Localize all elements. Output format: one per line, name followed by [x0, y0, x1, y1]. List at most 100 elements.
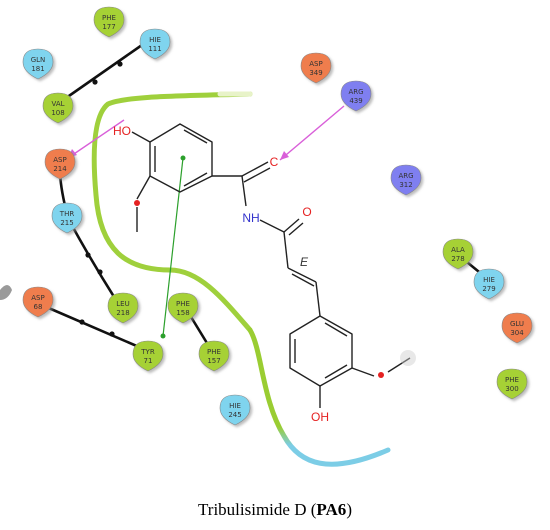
backbone-asp68-tyr71 — [42, 304, 148, 352]
backbone-val108-hie111 — [64, 43, 144, 100]
residue-number-hie245: 245 — [228, 411, 241, 419]
residue-number-phe158: 158 — [176, 309, 189, 317]
residue-name-tyr71: TYR — [140, 348, 155, 356]
residue-marker-leu218 — [107, 292, 139, 324]
backbone-chains — [42, 43, 486, 352]
residue-name-phe177: PHE — [102, 14, 116, 22]
residue-name-hie279: HIE — [483, 276, 495, 284]
backbone-dots — [79, 61, 123, 337]
residue-number-leu218: 218 — [116, 309, 129, 317]
caption-open-paren: ( — [310, 500, 317, 519]
residue-marker-ala278 — [442, 238, 474, 270]
residue-number-glu304: 304 — [510, 329, 524, 337]
residue-number-phe177: 177 — [102, 23, 115, 31]
residue-marker-gln181 — [22, 48, 54, 80]
stereo-label: E — [300, 255, 309, 269]
residue-marker-hie245 — [219, 394, 251, 426]
pi-stacking-tyr71-end — [160, 333, 166, 339]
atom-oh-bottom: OH — [311, 410, 329, 424]
figure-caption: Tribulisimide D (PA6) — [0, 500, 550, 520]
hbond-arg439-arrowhead — [280, 151, 289, 160]
ligand — [131, 123, 411, 408]
hbond-asp214 — [67, 119, 125, 159]
caption-compound-code: PA6 — [316, 500, 347, 519]
residue-name-glu304: GLU — [510, 320, 524, 328]
atom-c-terminal: C — [270, 155, 279, 169]
residue-marker-arg312 — [390, 164, 422, 196]
residue-marker-val108 — [42, 92, 74, 124]
partial-residue-left — [0, 285, 12, 300]
residue-number-val108: 108 — [51, 109, 64, 117]
residue-number-asp68: 68 — [34, 303, 43, 311]
pocket-outline — [91, 91, 391, 467]
residue-number-gln181: 181 — [31, 65, 44, 73]
residue-number-hie279: 279 — [482, 285, 495, 293]
residue-marker-phe177 — [93, 6, 125, 38]
residue-number-thr215: 215 — [60, 219, 73, 227]
residue-name-val108: VAL — [51, 100, 64, 108]
residue-name-phe157: PHE — [207, 348, 221, 356]
pi-stacking-ring-center — [180, 155, 186, 161]
pocket-line-lower — [247, 327, 391, 467]
residue-name-hie111: HIE — [149, 36, 161, 44]
ring-a-methoxy-oxygen — [134, 200, 140, 206]
residue-marker-arg439 — [340, 80, 372, 112]
residue-name-hie245: HIE — [229, 402, 241, 410]
residue-number-hie111: 111 — [148, 45, 161, 53]
residue-marker-asp68 — [22, 286, 54, 318]
residue-markers: PHE177HIE111GLN181VAL108ASP214THR215ASP6… — [22, 6, 533, 426]
residue-marker-phe158 — [167, 292, 199, 324]
residue-name-asp214: ASP — [53, 156, 66, 164]
residue-name-arg439: ARG — [348, 88, 363, 96]
residue-name-phe158: PHE — [176, 300, 190, 308]
backbone-thr215-leu218 — [68, 220, 118, 302]
solvent-exposure-halo — [400, 350, 416, 366]
residue-name-asp349: ASP — [309, 60, 322, 68]
atom-ho-top: HO — [113, 124, 131, 138]
ring-b — [289, 315, 353, 387]
residue-name-arg312: ARG — [398, 172, 413, 180]
ring-b-methoxy-oxygen — [378, 372, 384, 378]
residue-marker-asp349 — [300, 52, 332, 84]
residue-number-phe157: 157 — [207, 357, 220, 365]
residue-marker-hie111 — [139, 28, 171, 60]
residue-marker-thr215 — [51, 202, 83, 234]
residue-name-phe300: PHE — [505, 376, 519, 384]
atom-nh: NH — [242, 211, 259, 225]
residue-name-ala278: ALA — [451, 246, 465, 254]
atom-o-carbonyl: O — [302, 205, 311, 219]
residue-name-leu218: LEU — [116, 300, 129, 308]
residue-number-phe300: 300 — [505, 385, 518, 393]
residue-number-tyr71: 71 — [144, 357, 153, 365]
pocket-line-top — [91, 91, 253, 333]
residue-name-gln181: GLN — [31, 56, 46, 64]
residue-marker-asp214 — [44, 148, 76, 180]
residue-number-asp349: 349 — [309, 69, 322, 77]
hbond-arg439 — [279, 105, 345, 161]
residue-marker-phe157 — [198, 340, 230, 372]
residue-marker-glu304 — [501, 312, 533, 344]
residue-marker-tyr71 — [132, 340, 164, 372]
residue-number-ala278: 278 — [451, 255, 464, 263]
residue-name-thr215: THR — [59, 210, 75, 218]
pi-stacking-tyr71 — [162, 157, 184, 337]
residue-number-asp214: 214 — [53, 165, 67, 173]
residue-marker-phe300 — [496, 368, 528, 400]
